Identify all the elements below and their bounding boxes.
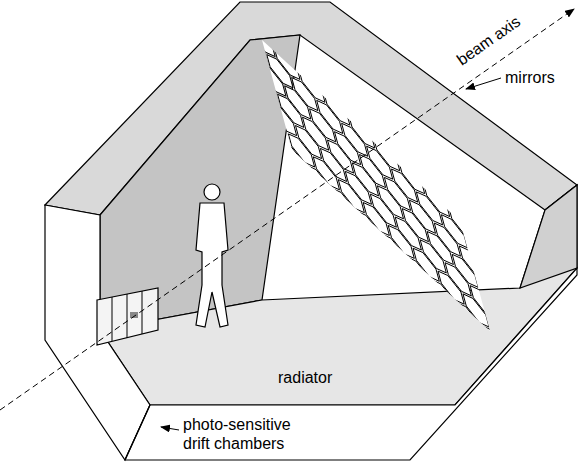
mirror-hexagon — [513, 340, 539, 373]
mirror-hexagon — [224, 1, 250, 34]
mirror-hexagon — [335, 236, 361, 269]
mirror-array — [224, 0, 561, 452]
mirror-hexagon — [260, 63, 286, 96]
mirror-hexagon — [502, 300, 528, 333]
mirror-hexagon — [249, 24, 275, 57]
mirror-hexagon — [360, 259, 386, 292]
mirror-hexagon — [356, 211, 382, 244]
mirror-hexagon — [253, 71, 279, 104]
mirror-hexagon — [474, 334, 500, 367]
mirror-hexagon — [431, 279, 457, 312]
mirror-hexagon — [535, 419, 561, 452]
mirror-hexagon — [385, 282, 411, 315]
mirror-hexagon — [349, 219, 375, 252]
mirror-hexagon — [381, 234, 407, 267]
chamber-division — [127, 294, 128, 338]
mirror-hexagon — [492, 365, 518, 398]
mirror-hexagon — [313, 157, 339, 190]
mirror-hexagon — [481, 221, 507, 254]
block-top — [45, 2, 577, 215]
chamber-division — [112, 297, 113, 341]
mirror-hexagon — [288, 134, 314, 167]
mirror-hexagon — [317, 205, 343, 238]
person-head — [204, 184, 220, 200]
mirror-hexagon — [499, 356, 525, 389]
mirror-hexagon — [463, 294, 489, 327]
mirror-hexagon — [267, 159, 293, 192]
mirror-hexagon — [292, 182, 318, 215]
mirror-hexagon — [231, 0, 257, 25]
mirror-hexagon — [424, 288, 450, 321]
person-body — [196, 203, 228, 327]
mirror-hexagon — [506, 348, 532, 381]
mirror-hexagon — [338, 180, 364, 213]
mirror-hexagon — [310, 213, 336, 246]
mirror-hexagon — [388, 225, 414, 258]
mirror-hexagon — [342, 228, 368, 261]
mirror-hexagon — [242, 32, 268, 65]
mirror-hexagon — [456, 302, 482, 335]
mirror-hexagon — [417, 296, 443, 329]
mirror-hexagon — [510, 396, 536, 429]
mirror-hexagon — [485, 373, 511, 406]
mirror-hexagon — [271, 103, 297, 136]
mirror-hexagon — [367, 251, 393, 284]
mirror-hexagon — [374, 242, 400, 275]
person-figure — [196, 184, 228, 327]
part-label: photo-sensitive drift chambers — [183, 415, 308, 453]
mirror-hexagon — [438, 271, 464, 304]
part-label: radiator — [278, 368, 332, 387]
drift-chambers — [97, 288, 158, 345]
mirror-hexagon — [256, 15, 282, 48]
mirror-hexagon — [406, 257, 432, 290]
axis-label: beam axis — [453, 11, 524, 68]
mirror-hexagon — [246, 80, 272, 113]
leader-arrow — [161, 427, 179, 430]
right-wall — [520, 185, 577, 288]
mirror-hexagon — [442, 319, 468, 352]
chamber-division — [142, 291, 143, 334]
mirror-hexagon — [449, 311, 475, 344]
part-label: mirrors — [505, 68, 555, 87]
mirror-hexagon — [399, 265, 425, 298]
mirror-hexagon — [324, 196, 350, 229]
radiator-floor — [100, 185, 577, 405]
front-slab — [125, 268, 577, 460]
mirror-hexagon — [481, 325, 507, 358]
beam-axis-line — [0, 9, 574, 410]
mirror-hexagon — [299, 174, 325, 207]
chamber-panel — [97, 288, 158, 345]
mirror-hexagon — [392, 273, 418, 306]
mirror-hexagon — [235, 40, 261, 73]
mirror-hexagon — [460, 350, 486, 383]
mirror-hexagon — [410, 305, 436, 338]
mirror-hexagon — [435, 327, 461, 360]
mirror-hexagon — [263, 111, 289, 144]
mirror-hexagon — [517, 388, 543, 421]
mirror-hexagon — [491, 261, 517, 294]
leader-arrow — [466, 78, 501, 89]
mirror-hexagon — [467, 342, 493, 375]
mirror-hexagon — [281, 142, 307, 175]
edge-line — [125, 405, 150, 460]
mirror-hexagon — [256, 119, 282, 152]
mirror-hexagon — [274, 151, 300, 184]
mirror-hexagon — [488, 317, 514, 350]
mirror-hexagon — [495, 308, 521, 341]
mirror-hexagon — [331, 188, 357, 221]
mirror-hexagon — [363, 203, 389, 236]
mirror-hexagon — [413, 248, 439, 281]
chamber-module — [130, 312, 138, 318]
mirror-hexagon — [524, 379, 550, 412]
mirror-hexagon — [484, 269, 510, 302]
back-wall — [100, 35, 300, 330]
mirror-hexagon — [473, 229, 499, 262]
mirror-hexagon — [306, 165, 332, 198]
